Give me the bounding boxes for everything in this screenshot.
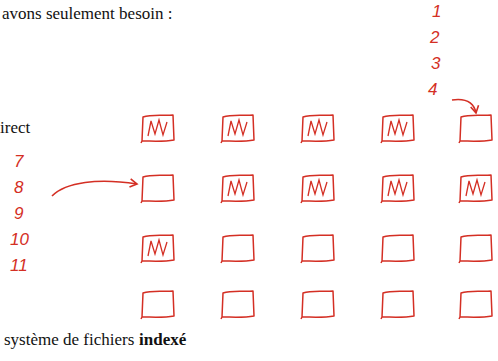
handwritten-number: 7 (14, 152, 23, 172)
handwritten-number: 10 (10, 230, 29, 250)
handwritten-number: 9 (14, 204, 23, 224)
handwritten-number: 1 (432, 2, 441, 22)
handwritten-number: 8 (14, 178, 23, 198)
block-row-4 (141, 291, 492, 319)
handwritten-number: 11 (10, 256, 28, 276)
handwritten-number: 4 (428, 80, 437, 100)
pointer-arrow (452, 100, 476, 113)
body-text: système de fichiers (4, 330, 134, 350)
body-text: avons seulement besoin : (2, 4, 172, 24)
block-row-2 (141, 175, 492, 203)
block-row-1 (141, 115, 492, 143)
pointer-arrow (52, 181, 137, 196)
bold-term: indexé (139, 330, 186, 350)
handwritten-number: 2 (430, 28, 439, 48)
body-text: irect (0, 118, 30, 138)
block-row-3 (141, 235, 492, 263)
handwritten-number: 3 (431, 54, 440, 74)
